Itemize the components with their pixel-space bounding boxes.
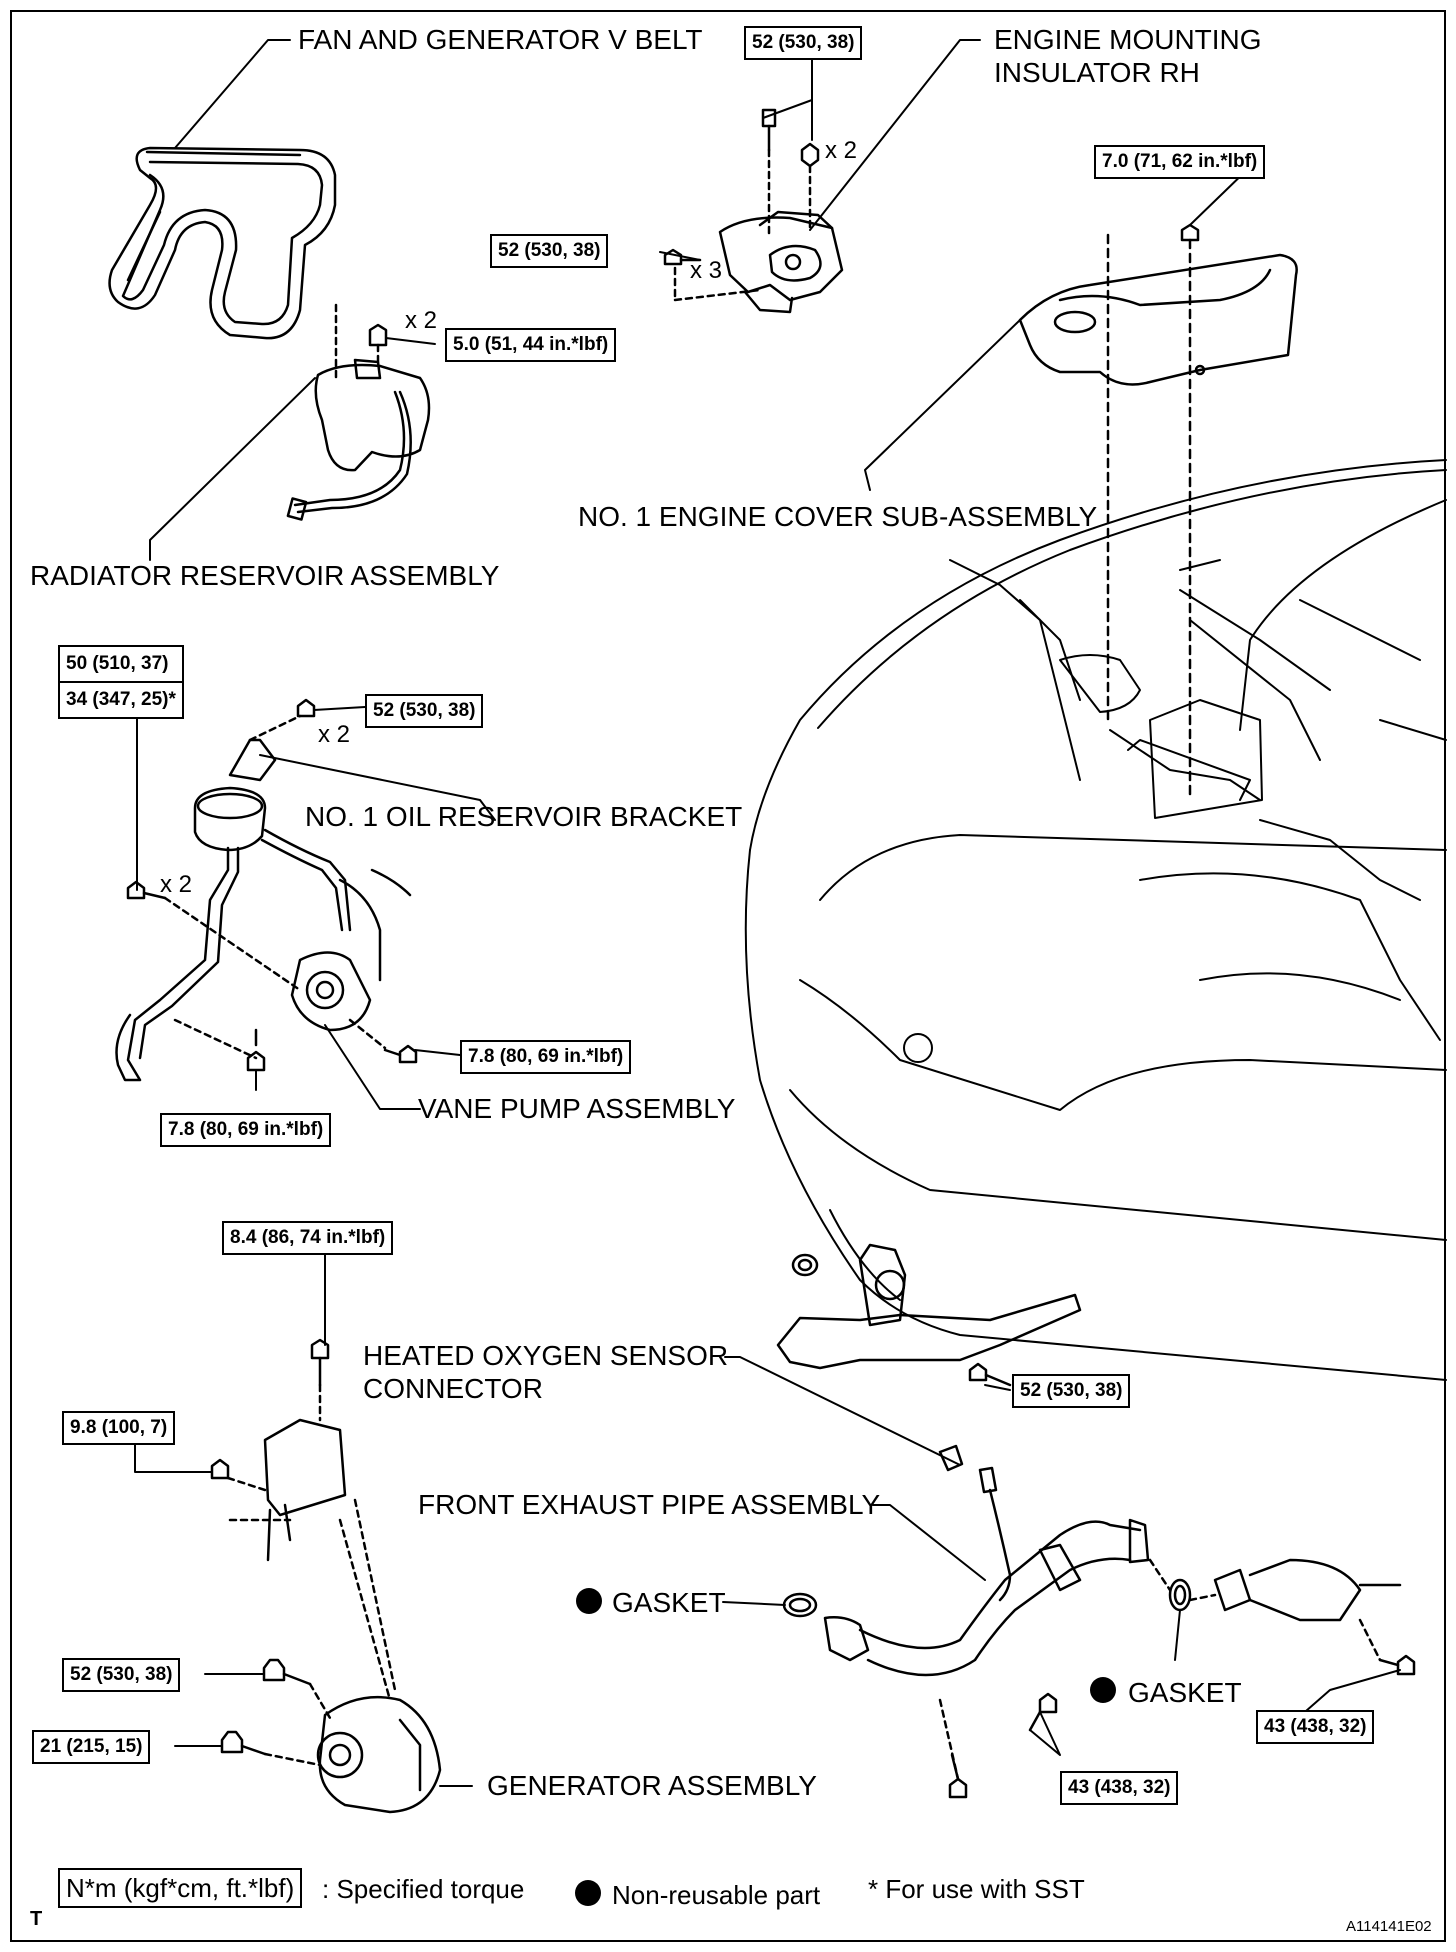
torque-engine-mount-top: 52 (530, 38) [744,26,863,60]
nonreusable-marker-gasket-right [1090,1677,1116,1703]
engine-mount-label-line1: ENGINE MOUNTING [994,24,1262,55]
torque-vane-pump-bolt-sst: 34 (347, 25)* [60,681,182,717]
o2-connector-label-line2: CONNECTOR [363,1373,543,1404]
legend-nonreusable-text: Non-reusable part [612,1880,821,1910]
torque-generator-bolt-upper: 52 (530, 38) [62,1658,181,1692]
o2-connector-label-line1: HEATED OXYGEN SENSOR [363,1340,728,1371]
car-body-drawing [744,459,1447,1381]
gasket-label-right: GASKET [1128,1677,1242,1708]
radiator-reservoir-label: RADIATOR RESERVOIR ASSEMBLY [30,560,500,591]
torque-vane-pump-side: 7.8 (80, 69 in.*lbf) [460,1040,632,1074]
vane-pump-label: VANE PUMP ASSEMBLY [418,1093,736,1124]
torque-vane-pump-bolt-standard: 50 (510, 37) [66,653,169,674]
engine-mount-label-line2: INSULATOR RH [994,57,1200,88]
torque-generator-nut: 9.8 (100, 7) [62,1411,176,1445]
legend-torque-text: : Specified torque [322,1874,525,1904]
reservoir-bolt-multiplier: x 2 [405,307,437,334]
legend-nonreusable-marker [575,1880,601,1906]
vane-pump-drawing [115,698,418,1082]
oil-bracket-label: NO. 1 OIL RESERVOIR BRACKET [305,801,742,832]
legend-torque-box: N*m (kgf*cm, ft.*lbf) [58,1868,303,1908]
corner-mark: T [30,1908,43,1930]
front-exhaust-label: FRONT EXHAUST PIPE ASSEMBLY [418,1489,880,1520]
torque-generator-top: 8.4 (86, 74 in.*lbf) [222,1221,394,1255]
torque-radiator-reservoir: 5.0 (51, 44 in.*lbf) [445,328,617,362]
radiator-reservoir-drawing [286,303,431,521]
engine-cover-label: NO. 1 ENGINE COVER SUB-ASSEMBLY [578,501,1097,532]
torque-vane-pump-bolt: 50 (510, 37) 34 (347, 25)* [58,645,184,719]
pump-bolt-multiplier: x 2 [160,871,192,898]
diagram-frame [10,10,1446,1942]
torque-oil-bracket: 52 (530, 38) [365,694,484,728]
figure-code: A114141E02 [1346,1918,1432,1935]
torque-vane-pump-bottom: 7.8 (80, 69 in.*lbf) [160,1113,332,1147]
torque-exhaust-front: 43 (438, 32) [1060,1771,1179,1805]
fan-belt-label: FAN AND GENERATOR V BELT [298,24,703,55]
bracket-bolt-multiplier: x 2 [318,721,350,748]
torque-crossmember: 52 (530, 38) [1012,1374,1131,1408]
gasket-label-left: GASKET [612,1587,726,1618]
nonreusable-marker-gasket-left [576,1588,602,1614]
torque-generator-bolt-lower: 21 (215, 15) [32,1730,151,1764]
v-belt-drawing [108,146,337,340]
leader-lines [134,39,1401,1787]
legend-sst-text: * For use with SST [868,1874,1085,1904]
torque-engine-cover: 7.0 (71, 62 in.*lbf) [1094,145,1266,179]
mount-nut-multiplier: x 2 [825,137,857,164]
engine-cover-drawing [1018,223,1298,797]
torque-exhaust-rear: 43 (438, 32) [1256,1710,1375,1744]
generator-label: GENERATOR ASSEMBLY [487,1770,817,1801]
torque-engine-mount-side: 52 (530, 38) [490,234,609,268]
mount-bolt-multiplier: x 3 [690,257,722,284]
generator-drawing [210,1338,442,1814]
